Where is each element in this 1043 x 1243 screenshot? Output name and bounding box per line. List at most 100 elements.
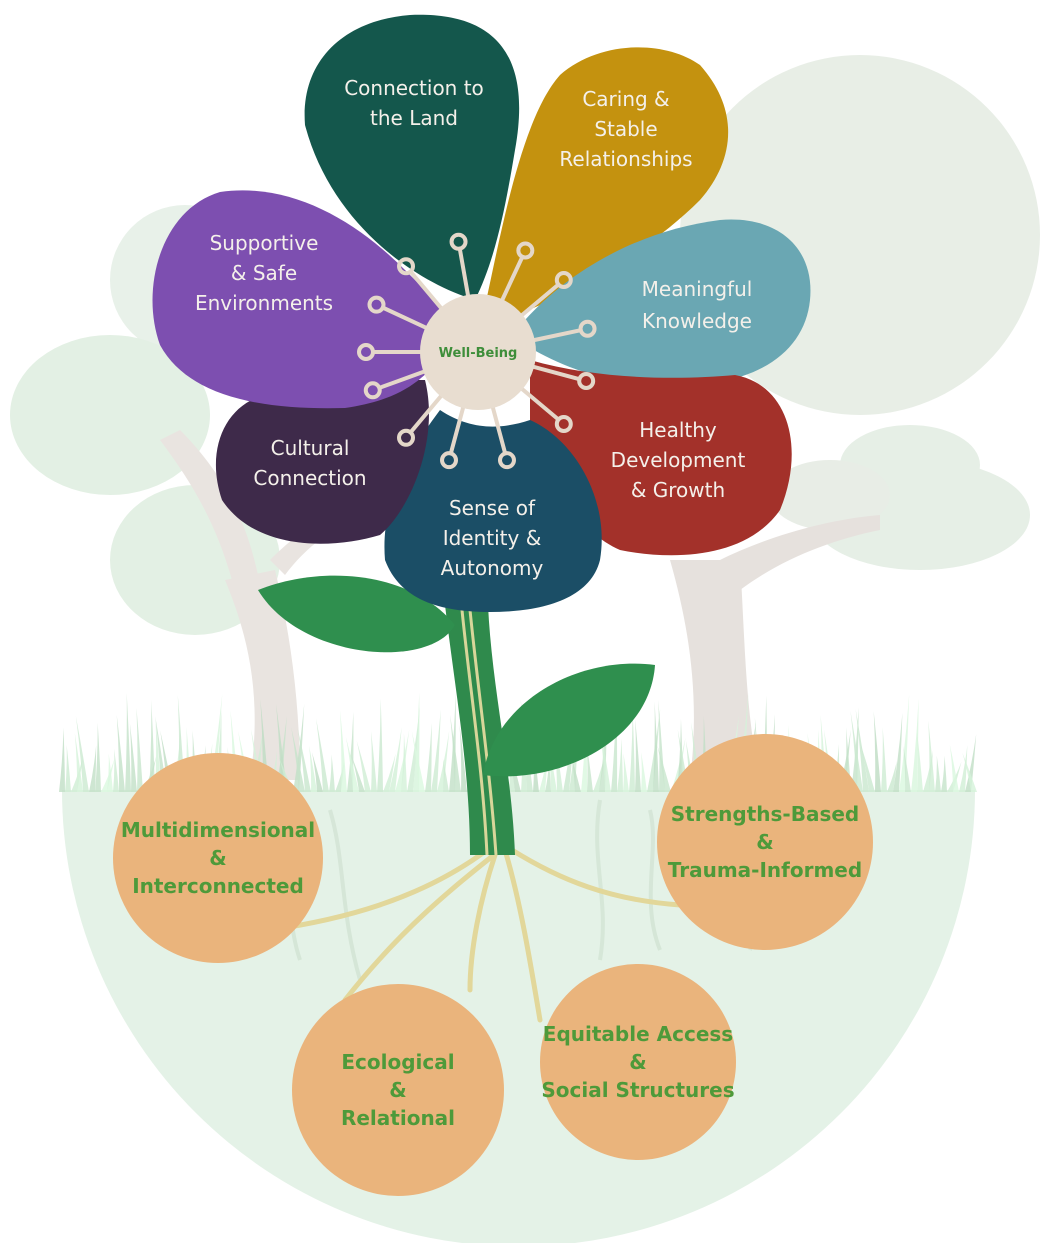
grass-blade: [89, 745, 97, 792]
grass-blade: [903, 745, 911, 792]
grass-blade: [629, 709, 635, 792]
petal-label-line: Sense of: [449, 496, 536, 520]
petal-connection-to-land: [304, 14, 520, 300]
tendril-curl: [440, 451, 459, 470]
root-label-line: Interconnected: [132, 874, 304, 898]
grass-blade: [329, 754, 335, 792]
petal-label-line: Supportive: [210, 231, 319, 255]
petal-label-line: Healthy: [639, 418, 717, 442]
grass-blade: [74, 733, 83, 792]
root-node-equitable-access-social-structures: Equitable Access & Social Structures: [540, 964, 736, 1160]
grass-blade: [291, 727, 305, 792]
grass-blade: [297, 727, 311, 792]
root-label: Strengths-Based&Trauma-Informed: [668, 802, 862, 882]
grass-blade: [437, 730, 450, 792]
grass-blade: [395, 729, 410, 792]
tendril: [518, 385, 561, 422]
grass-blade: [450, 714, 461, 792]
tendril-curl: [449, 232, 468, 251]
tendril-curl: [554, 414, 573, 433]
root-label-line: &: [629, 1050, 646, 1074]
roots-lines: [267, 847, 683, 1023]
grass-blade: [149, 700, 155, 792]
center-node: Well-Being: [420, 294, 536, 410]
root-node-ecological-relational: Ecological&Relational: [292, 984, 504, 1196]
stem: [445, 605, 515, 856]
tendril-curl: [497, 451, 516, 470]
grass-blade: [959, 745, 968, 792]
petal-label-line: Identity &: [443, 526, 542, 550]
tendril: [530, 364, 582, 382]
root-label-line: Multidimensional: [121, 818, 315, 842]
grass-blade: [371, 731, 377, 792]
grass-blade: [459, 725, 467, 792]
grass-blade: [425, 723, 432, 792]
grass-blade: [949, 744, 959, 792]
tendril: [530, 328, 583, 343]
tendril-curl: [554, 271, 573, 290]
grass-blade: [635, 719, 641, 792]
grass-blade: [962, 752, 977, 792]
petal-label-line: Development: [611, 448, 746, 472]
center-tendrils: [357, 232, 597, 470]
grass-blade: [401, 732, 407, 792]
grass-blade: [309, 745, 317, 792]
grass-blade: [113, 748, 119, 792]
petal-label-connection-to-land: Connection to the Land: [344, 76, 484, 130]
grass-blade: [593, 750, 607, 792]
grass-blade: [563, 699, 577, 792]
tendril-curl: [397, 428, 416, 447]
grass-blade: [316, 718, 329, 792]
petal-label-line: Stable: [594, 117, 657, 141]
root-circle: [657, 734, 873, 950]
tendril: [408, 269, 445, 312]
tendril-curl: [577, 371, 596, 390]
grass-blade: [65, 744, 71, 792]
grass-blade: [351, 756, 365, 792]
tendril: [380, 305, 430, 331]
petal-label-line: Relationships: [559, 147, 692, 171]
grass-blade: [383, 753, 396, 792]
tendril-curl: [363, 381, 382, 400]
root-label-line: Social Structures: [541, 1078, 734, 1102]
petal-label-line: Meaningful: [642, 277, 753, 301]
root-label-line: Equitable Access: [543, 1022, 733, 1046]
grass-blade: [657, 744, 671, 792]
grass-blade: [893, 712, 903, 792]
root-label-line: Trauma-Informed: [668, 858, 862, 882]
petal-label-line: Connection to: [344, 76, 484, 100]
grass-blade: [125, 693, 131, 792]
grass-blade: [107, 753, 113, 792]
root-label-line: &: [756, 830, 773, 854]
petal-label-line: & Growth: [631, 478, 725, 502]
tendril: [377, 369, 428, 390]
root-label-line: &: [389, 1078, 406, 1102]
grass-blade: [95, 722, 101, 792]
grass-blade: [611, 694, 618, 792]
root-node-multidimensional-interconnected: Multidimensional&Interconnected: [113, 753, 323, 963]
grass-blade: [873, 711, 881, 792]
petal-label-line: Connection: [253, 466, 366, 490]
grass-blade: [411, 731, 425, 792]
petal-label-line: the Land: [370, 106, 458, 130]
grass-blade: [116, 714, 125, 792]
grass-blade: [75, 715, 89, 792]
petal-label-line: Environments: [195, 291, 333, 315]
petal-label-line: Cultural: [271, 436, 350, 460]
grass-blade: [850, 711, 863, 792]
grass-blade: [311, 752, 323, 792]
grass-blade: [941, 755, 947, 792]
grass-blade: [136, 707, 143, 792]
grass-blade: [917, 733, 923, 792]
petal-label-line: & Safe: [231, 261, 297, 285]
root-circle: [292, 984, 504, 1196]
grass-blade: [340, 710, 347, 792]
tendril-curl: [516, 241, 535, 260]
grass-blade: [935, 755, 941, 792]
